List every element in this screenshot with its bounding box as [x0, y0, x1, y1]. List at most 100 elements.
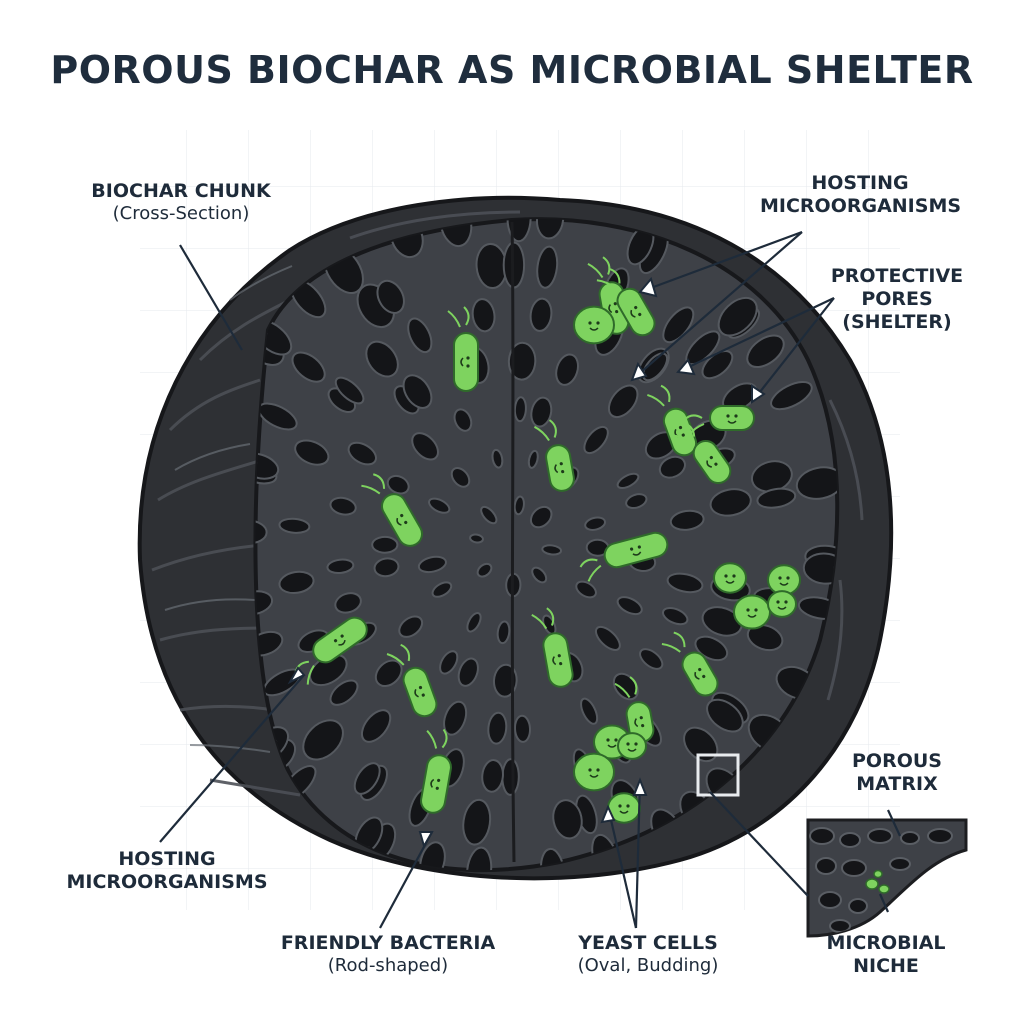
- arrow-heads: [287, 276, 766, 849]
- budding-yeast-icon: [573, 752, 615, 792]
- label-protective-line2: PORES: [861, 287, 933, 310]
- pore: [302, 719, 344, 761]
- pore: [795, 466, 838, 500]
- pore: [294, 439, 330, 466]
- bark-texture: [151, 210, 864, 797]
- pore: [625, 493, 648, 510]
- label-hosting-left-line2: MICROORGANISMS: [66, 870, 268, 893]
- label-friendly-bacteria-sub: (Rod-shaped): [327, 954, 449, 976]
- pore: [575, 580, 597, 599]
- label-friendly-bacteria-main: FRIENDLY BACTERIA: [280, 932, 496, 954]
- label-hosting-top: HOSTING MICROORGANISMS: [760, 172, 962, 218]
- pore: [746, 334, 785, 369]
- pore: [531, 566, 548, 584]
- pore: [492, 663, 518, 698]
- pore: [666, 572, 704, 594]
- pore: [496, 620, 511, 645]
- inset-pore: [927, 828, 953, 844]
- rod-bacterium-icon: [596, 267, 656, 337]
- pore: [584, 516, 607, 531]
- pore: [541, 544, 563, 556]
- pore: [706, 698, 744, 733]
- label-hosting-top-line2: MICROORGANISMS: [760, 194, 962, 217]
- pore: [417, 555, 447, 574]
- pore: [402, 374, 433, 409]
- pore: [669, 509, 705, 531]
- label-protective-line1: PROTECTIVE: [830, 265, 964, 287]
- pore: [326, 558, 355, 575]
- rod-bacterium-icon: [386, 643, 438, 718]
- pore: [642, 352, 669, 382]
- inset-pore: [839, 832, 861, 848]
- pore: [374, 659, 403, 688]
- pore: [371, 535, 399, 554]
- pore: [439, 650, 459, 675]
- pore: [658, 455, 686, 479]
- inset-niche-microbes: [865, 869, 890, 894]
- rod-bacterium-icon: [420, 728, 452, 814]
- pore: [419, 841, 446, 871]
- label-hosting-left-line1: HOSTING: [118, 848, 216, 870]
- pore: [746, 623, 784, 652]
- pore: [278, 517, 311, 534]
- inset-pore: [889, 857, 911, 871]
- pore: [469, 533, 484, 544]
- pore: [507, 341, 537, 381]
- budding-yeast-icon: [713, 562, 747, 594]
- pore: [462, 798, 492, 846]
- pore: [278, 570, 315, 595]
- microbe-group: [294, 256, 801, 824]
- budding-yeast-icon: [573, 305, 615, 345]
- pore: [465, 846, 493, 871]
- label-biochar-chunk-main: BIOCHAR CHUNK: [91, 180, 271, 202]
- label-friendly-bacteria: FRIENDLY BACTERIA (Rod-shaped): [268, 932, 508, 976]
- rod-bacterium-icon: [533, 419, 575, 492]
- pore: [616, 596, 643, 616]
- pore: [398, 615, 424, 638]
- label-porous-matrix-line2: MATRIX: [856, 772, 938, 795]
- pore: [487, 711, 508, 745]
- pore: [476, 562, 493, 578]
- pore: [536, 245, 559, 289]
- label-biochar-chunk-sub: (Cross-Section): [112, 202, 250, 224]
- inset-pore: [900, 831, 920, 845]
- pore: [770, 381, 813, 411]
- pore: [373, 557, 400, 578]
- pore: [594, 625, 621, 651]
- pore: [583, 425, 609, 455]
- inset-pore: [848, 898, 868, 914]
- section-split-line: [510, 221, 516, 863]
- pore: [457, 657, 479, 687]
- page-title: POROUS BIOCHAR AS MICROBIAL SHELTER: [50, 48, 974, 92]
- pore: [513, 714, 532, 743]
- label-protective-pores: PROTECTIVE PORES (SHELTER): [812, 265, 982, 333]
- label-yeast-cells: YEAST CELLS (Oval, Budding): [548, 932, 748, 976]
- inset-pore: [829, 919, 851, 933]
- label-microbial-niche: MICROBIAL NICHE: [816, 932, 956, 978]
- rod-bacterium-icon: [531, 607, 574, 688]
- pore: [580, 697, 599, 725]
- label-porous-matrix: POROUS MATRIX: [832, 750, 962, 796]
- pore: [639, 648, 664, 670]
- pore: [694, 635, 729, 662]
- pore: [501, 758, 520, 796]
- pore: [480, 505, 498, 525]
- pore: [662, 607, 689, 626]
- pore: [529, 505, 553, 529]
- pore: [453, 408, 473, 432]
- label-porous-matrix-line1: POROUS: [852, 750, 942, 772]
- label-protective-line3: (SHELTER): [842, 310, 952, 333]
- pore: [411, 432, 439, 461]
- pore: [527, 449, 539, 469]
- pore: [683, 726, 719, 763]
- pore: [662, 306, 695, 344]
- porous-matrix-inset: [806, 818, 968, 938]
- pore: [334, 376, 365, 405]
- pore: [407, 317, 433, 354]
- pore: [329, 679, 359, 706]
- label-microbial-niche-line2: NICHE: [853, 954, 919, 977]
- pore: [607, 384, 639, 419]
- inset-pore: [818, 891, 842, 909]
- pore: [709, 488, 752, 517]
